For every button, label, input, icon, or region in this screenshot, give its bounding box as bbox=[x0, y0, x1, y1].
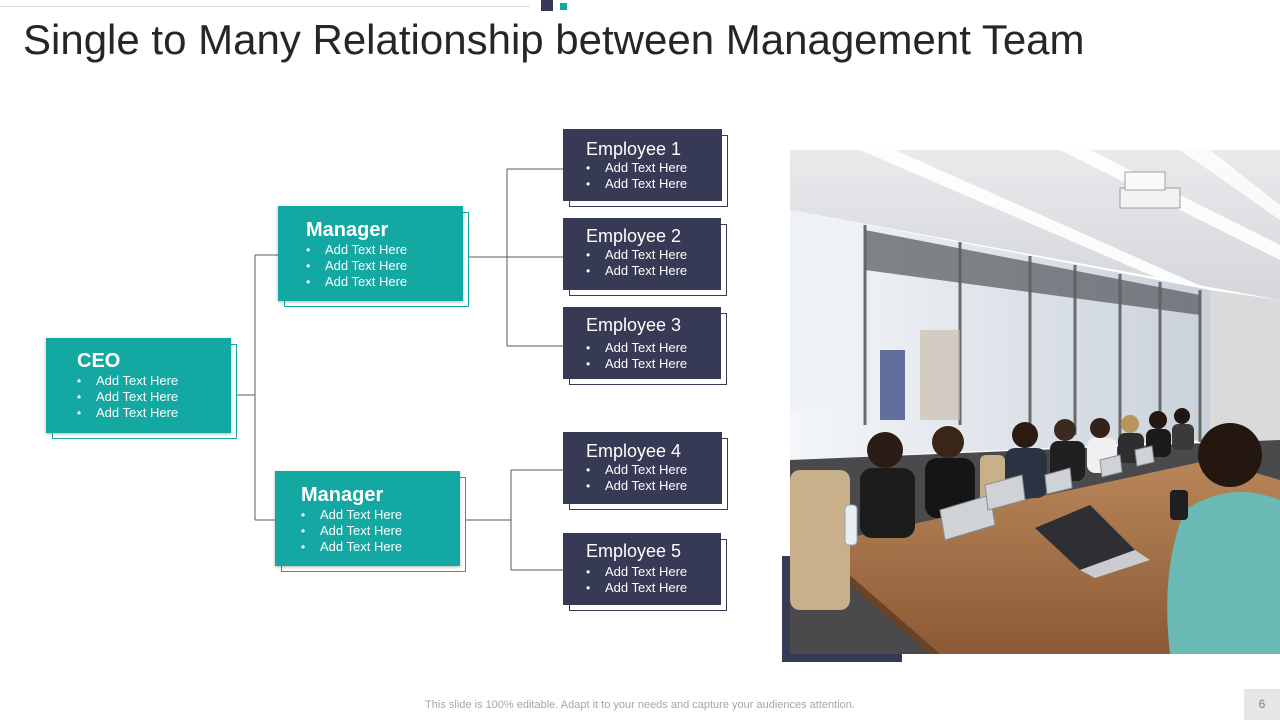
employee-2-box[interactable]: Employee 2 Add Text Here Add Text Here bbox=[563, 218, 727, 296]
employee-1-bullet: Add Text Here bbox=[586, 176, 722, 192]
manager-1-box[interactable]: Manager Add Text Here Add Text Here Add … bbox=[278, 206, 469, 307]
manager-1-bullet: Add Text Here bbox=[306, 242, 463, 258]
ceo-bullet: Add Text Here bbox=[77, 405, 231, 421]
meeting-photo-illustration bbox=[790, 150, 1280, 654]
footer-note: This slide is 100% editable. Adapt it to… bbox=[425, 699, 855, 711]
ceo-bullet: Add Text Here bbox=[77, 389, 231, 405]
ceo-bullet: Add Text Here bbox=[77, 373, 231, 389]
manager-2-title: Manager bbox=[301, 484, 384, 506]
page-number: 6 bbox=[1244, 689, 1280, 720]
employee-2-bullets: Add Text Here Add Text Here bbox=[586, 247, 721, 279]
manager-1-bullet: Add Text Here bbox=[306, 258, 463, 274]
manager-2-bullets: Add Text Here Add Text Here Add Text Her… bbox=[301, 507, 460, 555]
employee-2-bullet: Add Text Here bbox=[586, 263, 721, 279]
ceo-bullets: Add Text Here Add Text Here Add Text Her… bbox=[77, 373, 231, 421]
employee-1-bullets: Add Text Here Add Text Here bbox=[586, 160, 722, 192]
manager-1-bullets: Add Text Here Add Text Here Add Text Her… bbox=[306, 242, 463, 290]
employee-5-bullet: Add Text Here bbox=[586, 564, 721, 580]
employee-5-bullet: Add Text Here bbox=[586, 580, 721, 596]
employee-5-bullets: Add Text Here Add Text Here bbox=[586, 564, 721, 596]
slide-title: Single to Many Relationship between Mana… bbox=[23, 16, 1085, 63]
employee-1-title: Employee 1 bbox=[586, 139, 682, 159]
employee-4-title: Employee 4 bbox=[586, 441, 682, 461]
employee-2-bullet: Add Text Here bbox=[586, 247, 721, 263]
meeting-photo-icon bbox=[790, 150, 1280, 654]
manager-2-box[interactable]: Manager Add Text Here Add Text Here Add … bbox=[275, 471, 466, 572]
manager-1-bullet: Add Text Here bbox=[306, 274, 463, 290]
employee-3-bullet: Add Text Here bbox=[586, 340, 721, 356]
employee-3-box[interactable]: Employee 3 Add Text Here Add Text Here bbox=[563, 307, 727, 385]
employee-3-bullet: Add Text Here bbox=[586, 356, 721, 372]
accent-square-teal bbox=[560, 3, 567, 10]
manager-2-bullet: Add Text Here bbox=[301, 539, 460, 555]
ceo-box[interactable]: CEO Add Text Here Add Text Here Add Text… bbox=[46, 338, 237, 439]
manager-2-bullet: Add Text Here bbox=[301, 507, 460, 523]
employee-3-title: Employee 3 bbox=[586, 315, 682, 335]
manager-1-title: Manager bbox=[306, 219, 389, 241]
ceo-title: CEO bbox=[77, 350, 121, 372]
employee-2-title: Employee 2 bbox=[586, 226, 682, 246]
employee-4-bullet: Add Text Here bbox=[586, 478, 722, 494]
employee-5-title: Employee 5 bbox=[586, 541, 682, 561]
employee-4-bullets: Add Text Here Add Text Here bbox=[586, 462, 722, 494]
manager-2-bullet: Add Text Here bbox=[301, 523, 460, 539]
employee-1-box[interactable]: Employee 1 Add Text Here Add Text Here bbox=[563, 129, 728, 207]
employee-4-box[interactable]: Employee 4 Add Text Here Add Text Here bbox=[563, 432, 728, 510]
employee-1-bullet: Add Text Here bbox=[586, 160, 722, 176]
employee-3-bullets: Add Text Here Add Text Here bbox=[586, 340, 721, 372]
accent-square-dark bbox=[541, 0, 553, 11]
employee-4-bullet: Add Text Here bbox=[586, 462, 722, 478]
top-divider-line bbox=[0, 6, 530, 7]
employee-5-box[interactable]: Employee 5 Add Text Here Add Text Here bbox=[563, 533, 727, 611]
